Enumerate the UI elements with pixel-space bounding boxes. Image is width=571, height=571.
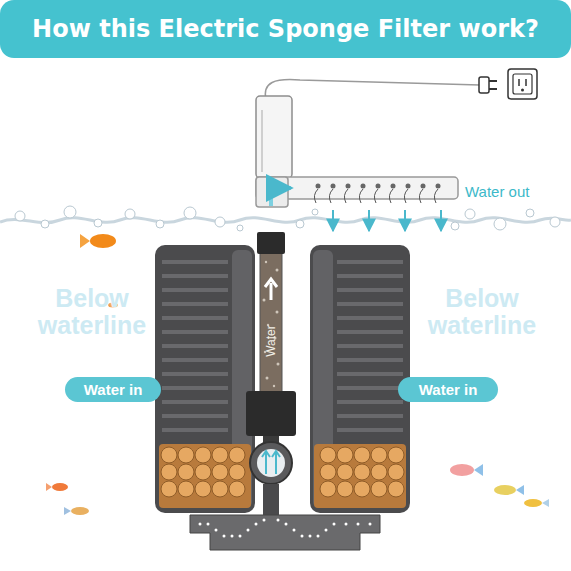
outlet-icon <box>508 69 537 99</box>
intake-pill: Water in <box>398 377 498 402</box>
tube-label: Water <box>264 311 278 371</box>
right-sponge <box>310 245 410 513</box>
bubbles <box>15 206 560 231</box>
flow-arrow <box>271 188 291 206</box>
water-streams <box>314 189 438 203</box>
intake-valve <box>250 442 292 484</box>
tube-arrow <box>270 283 273 300</box>
motor-block <box>246 391 296 436</box>
fish <box>46 234 549 515</box>
outlet-label: Water out <box>465 183 555 200</box>
lift-tube <box>260 250 282 392</box>
pump-housing <box>256 96 292 178</box>
intake-label: Water in <box>419 381 478 398</box>
title-text: How this Electric Sponge Filter work? <box>0 0 571 58</box>
intake-pill: Water in <box>65 377 161 402</box>
tube-connector <box>257 232 285 254</box>
intake-arrows <box>262 451 280 474</box>
outlet-holes <box>316 184 441 189</box>
base-flow-dots <box>199 519 372 538</box>
outflow-arrows <box>333 210 441 231</box>
plug-icon <box>479 77 497 93</box>
left-sponge <box>155 245 255 513</box>
intake-label: Water in <box>84 381 143 398</box>
power-cable <box>265 80 480 100</box>
water-surface <box>0 218 571 223</box>
waterline-note: Below waterline <box>412 285 552 339</box>
tube-speckles <box>263 261 280 387</box>
waterline-note: Below waterline <box>22 285 162 339</box>
title-banner <box>0 0 571 58</box>
base-tray <box>190 515 380 550</box>
